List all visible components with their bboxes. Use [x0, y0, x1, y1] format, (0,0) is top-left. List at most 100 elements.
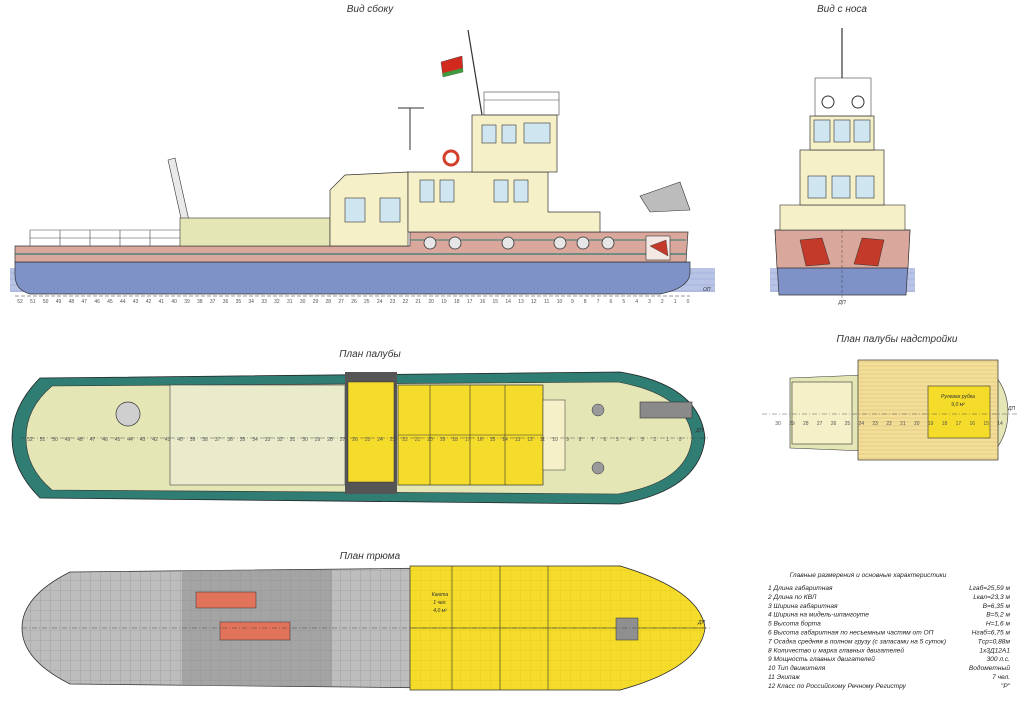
spec-row-label: 8 Количество и марка главных двигателей: [768, 646, 904, 654]
frame-number: 40: [177, 437, 183, 443]
frame-number: 34: [248, 299, 254, 305]
frame-number: 20: [427, 437, 433, 443]
frame-number: 11: [540, 437, 545, 443]
hold-plan: Каюта 1 чел. 4,0 м² ДП: [21, 565, 710, 691]
frame-number: 8: [579, 437, 582, 443]
wheelhouse-room: [927, 385, 991, 439]
frame-number: 16: [477, 437, 483, 443]
spec-row-value: B=5,2 м: [986, 612, 1010, 619]
frame-number: 27: [817, 421, 823, 427]
spec-row-value: Tср=0,88м: [978, 638, 1011, 645]
side-view-title: Вид сбоку: [347, 3, 394, 15]
deck-dp-label: ДП: [695, 428, 704, 434]
frame-number: 35: [240, 437, 246, 443]
frame-number: 14: [502, 437, 508, 443]
spec-table: Главные размерения и основные характерис…: [767, 572, 1011, 690]
frame-number: 21: [900, 421, 906, 427]
spec-row-value: 7 чел.: [992, 674, 1010, 681]
frame-number: 30: [302, 437, 308, 443]
frame-number: 38: [202, 437, 208, 443]
frame-number: 35: [236, 299, 242, 305]
frame-number: 1: [674, 299, 677, 305]
cabin-persons: 1 чел.: [433, 600, 447, 606]
frame-number: 25: [845, 421, 851, 427]
frame-number: 5: [622, 299, 625, 305]
frame-number: 45: [115, 437, 121, 443]
frame-number: 13: [515, 437, 521, 443]
frame-number: 33: [265, 437, 271, 443]
frame-number: 17: [467, 299, 473, 305]
spec-row-label: 10 Тип движителя: [768, 664, 826, 672]
frame-number: 48: [69, 299, 75, 305]
super-dp-label: ДП: [1007, 406, 1016, 412]
life-ring: [442, 149, 460, 167]
frame-number: 30: [300, 299, 306, 305]
spec-row-value: Lгаб=25,59 м: [969, 584, 1010, 592]
frame-number: 4: [635, 299, 638, 305]
frame-number: 23: [390, 437, 396, 443]
frame-number: 15: [490, 437, 496, 443]
frame-number: 28: [327, 437, 333, 443]
frame-number: 34: [252, 437, 258, 443]
spec-row-label: 2 Длина по КВЛ: [767, 594, 817, 601]
frame-number: 12: [527, 437, 533, 443]
aft-superstructure-roof: [791, 381, 853, 445]
spec-row-label: 9 Мощность главных двигателей: [768, 655, 875, 663]
signal-mast: [467, 29, 483, 116]
frame-number: 6: [604, 437, 607, 443]
frame-number: 22: [402, 437, 408, 443]
spec-row-value: "Р": [1001, 683, 1011, 690]
frame-number: 3: [648, 299, 651, 305]
frame-number: 24: [377, 437, 383, 443]
frame-number: 16: [970, 421, 976, 427]
hold-plan-title: План трюма: [340, 551, 401, 562]
frame-number: 17: [465, 437, 471, 443]
frame-number: 23: [390, 299, 396, 305]
engine-room-casing: [169, 384, 346, 486]
spec-row-label: 6 Высота габаритная по несъемным частям …: [768, 629, 934, 637]
frame-number: 21: [415, 299, 421, 305]
frame-number: 7: [591, 437, 594, 443]
frame-number: 36: [223, 299, 229, 305]
frame-number: 15: [493, 299, 499, 305]
op-label: ОП: [703, 287, 711, 293]
frame-number: 49: [65, 437, 71, 443]
frame-number: 16: [480, 299, 486, 305]
frame-number: 25: [365, 437, 371, 443]
frame-number: 42: [146, 299, 152, 305]
frame-number: 7: [597, 299, 600, 305]
bow-anchor-right: [853, 237, 885, 267]
frame-number: 43: [140, 437, 146, 443]
frame-number: 19: [440, 437, 446, 443]
frame-number: 40: [171, 299, 177, 305]
main-engine-icon: [195, 591, 257, 609]
frame-number: 44: [127, 437, 133, 443]
frame-number: 2: [654, 437, 657, 443]
frame-number: 9: [566, 437, 569, 443]
towing-mast: [167, 157, 191, 228]
frame-number: 11: [544, 299, 549, 305]
spec-row-value: 1х3Д12А1: [979, 647, 1010, 654]
deck-plan-title: План палубы: [339, 348, 401, 360]
frame-number: 46: [94, 299, 100, 305]
spec-title: Главные размерения и основные характерис…: [790, 572, 947, 579]
frame-number: 18: [454, 299, 460, 305]
engine-casing: [179, 217, 331, 247]
superstructure-aft: [329, 171, 409, 247]
frame-number: 23: [872, 421, 878, 427]
frame-number: 17: [956, 421, 962, 427]
spec-row-label: 3 Ширина габаритная: [768, 602, 838, 610]
spec-row-value: H=1,6 м: [986, 621, 1011, 628]
frame-number: 19: [928, 421, 934, 427]
frame-number: 24: [859, 421, 865, 427]
bow-ramp: [639, 401, 693, 419]
frame-number: 22: [403, 299, 409, 305]
frame-number: 46: [102, 437, 108, 443]
frame-number: 39: [190, 437, 196, 443]
wheelhouse-label: Рулевая рубка: [941, 394, 975, 400]
cabin-area: 4,0 м²: [433, 608, 447, 614]
frame-number: 52: [17, 299, 23, 305]
frame-number: 24: [377, 299, 383, 305]
